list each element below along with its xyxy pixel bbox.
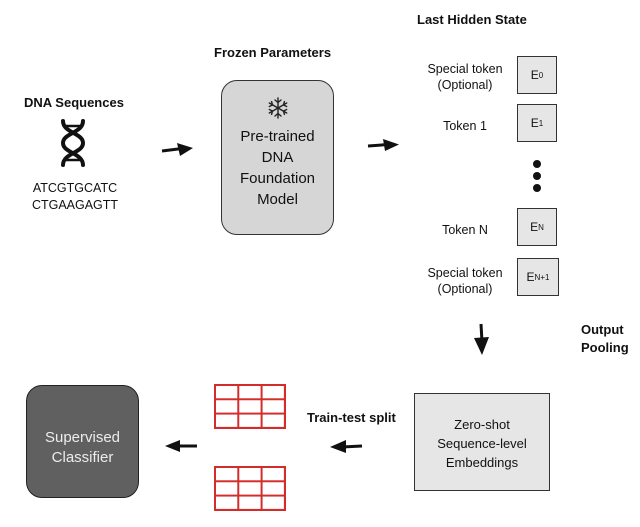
output-pooling-heading: Output Pooling xyxy=(581,321,629,357)
token-label-token-1: Token 1 xyxy=(443,119,487,133)
sequence-embeddings-line3: Embeddings xyxy=(445,455,519,470)
model-label: Pre-trained DNA Foundation Model xyxy=(222,126,333,210)
sequence-embeddings-line2: Sequence-level xyxy=(437,436,527,451)
dna-sequence-line1: ATCGTGCATC xyxy=(32,181,118,195)
snowflake-icon xyxy=(268,97,288,119)
token-label-special-start: Special token (Optional) xyxy=(420,61,510,93)
arrow-embeddings-to-split xyxy=(330,440,363,453)
output-pooling-line2: Pooling xyxy=(581,340,629,355)
arrow-model-to-hidden-state xyxy=(367,139,399,151)
token-label-special-start-line1: Special token xyxy=(427,62,503,76)
frozen-parameters-heading: Frozen Parameters xyxy=(214,45,332,60)
token-label-token-n: Token N xyxy=(442,223,488,237)
train-data-grid xyxy=(214,384,286,429)
output-pooling-line1: Output xyxy=(581,322,624,337)
arrow-output-pooling xyxy=(474,323,489,355)
dna-sequence-line2: CTGAAGAGTT xyxy=(31,198,119,212)
supervised-classifier-box: Supervised Classifier xyxy=(26,385,139,498)
embedding-en-subscript: N xyxy=(538,222,544,232)
arrow-dna-to-model xyxy=(161,143,193,156)
sequence-embeddings-box: Zero-shot Sequence-level Embeddings xyxy=(414,393,550,491)
embedding-en-letter: E xyxy=(530,220,539,234)
embedding-e1-letter: E xyxy=(530,116,539,130)
sequence-embeddings-label: Zero-shot Sequence-level Embeddings xyxy=(415,415,549,472)
embedding-en1-subscript: N+1 xyxy=(534,272,550,282)
dna-sequence-text: ATCGTGCATC CTGAAGAGTT xyxy=(22,180,128,214)
last-hidden-state-heading: Last Hidden State xyxy=(417,12,527,27)
model-label-line4: Model xyxy=(257,191,298,208)
embedding-e1-subscript: 1 xyxy=(538,118,544,128)
ellipsis-dot-2 xyxy=(533,172,541,180)
foundation-model-box: Pre-trained DNA Foundation Model xyxy=(221,80,334,235)
test-data-grid xyxy=(214,466,286,511)
embedding-e0-letter: E xyxy=(530,68,539,82)
model-label-line1: Pre-trained xyxy=(240,128,315,145)
token-label-special-end-line1: Special token xyxy=(427,266,503,280)
token-label-special-start-line2: (Optional) xyxy=(437,78,493,92)
arrow-split-to-classifier xyxy=(165,440,197,452)
token-label-special-end-line2: (Optional) xyxy=(437,282,493,296)
dna-sequences-heading: DNA Sequences xyxy=(24,95,124,110)
token-label-special-end: Special token (Optional) xyxy=(420,265,510,297)
dna-helix-icon xyxy=(60,119,86,167)
model-label-line3: Foundation xyxy=(239,170,316,187)
supervised-classifier-line2: Classifier xyxy=(51,449,114,466)
ellipsis-dot-1 xyxy=(533,160,541,168)
model-label-line2: DNA xyxy=(261,149,294,166)
supervised-classifier-label: Supervised Classifier xyxy=(27,428,138,468)
embedding-en1-letter: E xyxy=(526,270,535,284)
sequence-embeddings-line1: Zero-shot xyxy=(454,417,510,432)
ellipsis-dot-3 xyxy=(533,184,541,192)
train-test-split-label: Train-test split xyxy=(307,410,396,425)
embedding-e0-subscript: 0 xyxy=(538,70,544,80)
supervised-classifier-line1: Supervised xyxy=(44,429,121,446)
